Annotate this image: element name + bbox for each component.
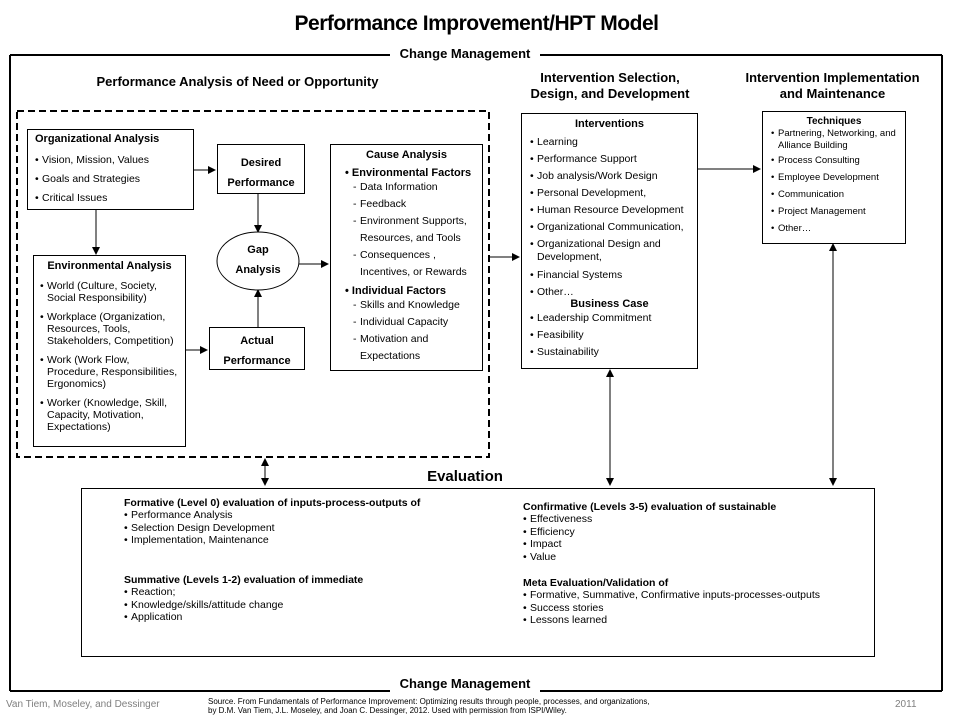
cause-analysis-heading: Cause Analysis — [366, 149, 447, 161]
individual-factors-list: Skills and Knowledge Individual Capacity… — [337, 297, 476, 365]
list-item: Human Resource Development — [530, 202, 689, 219]
gap-analysis: Gap Analysis — [235, 244, 281, 276]
evaluation-box: Formative (Level 0) evaluation of inputs… — [81, 488, 875, 657]
list-item: Employee Development — [771, 172, 897, 184]
organizational-analysis-box: Organizational Analysis Vision, Mission,… — [27, 129, 194, 210]
list-item: Skills and Knowledge — [353, 297, 476, 314]
list-item: Other… — [771, 223, 897, 235]
list-item: Worker (Knowledge, Skill, Capacity, Moti… — [40, 397, 179, 433]
list-item: Organizational Design and Development, — [530, 238, 689, 264]
techniques-box: Techniques Partnering, Networking, and A… — [762, 111, 906, 244]
list-item: Financial Systems — [530, 267, 689, 284]
phase-selection-heading: Intervention Selection, Design, and Deve… — [530, 70, 690, 101]
list-item: Selection Design Development — [124, 522, 514, 535]
environmental-factors-list: Data Information Feedback Environment Su… — [337, 179, 476, 281]
environmental-analysis-list: World (Culture, Society, Social Responsi… — [40, 280, 179, 433]
actual-performance-box: Actual Performance — [209, 327, 305, 370]
confirmative-section: Confirmative (Levels 3-5) evaluation of … — [523, 501, 868, 563]
techniques-list: Partnering, Networking, and Alliance Bui… — [771, 128, 897, 235]
list-item: Workplace (Organization, Resources, Tool… — [40, 311, 179, 347]
list-item: Personal Development, — [530, 185, 689, 202]
organizational-analysis-list: Vision, Mission, Values Goals and Strate… — [35, 151, 186, 208]
list-item: Lessons learned — [523, 614, 868, 627]
list-item: Implementation, Maintenance — [124, 534, 514, 547]
list-item: Application — [124, 611, 514, 624]
environmental-analysis-box: Environmental Analysis World (Culture, S… — [33, 255, 186, 447]
meta-evaluation-section: Meta Evaluation/Validation of Formative,… — [523, 577, 868, 627]
list-item: Job analysis/Work Design — [530, 168, 689, 185]
list-item: Success stories — [523, 602, 868, 615]
list-item: World (Culture, Society, Social Responsi… — [40, 280, 179, 304]
list-item: Individual Capacity — [353, 314, 476, 331]
list-item: Value — [523, 551, 868, 564]
list-item: Feedback — [353, 196, 476, 213]
phase-analysis-heading: Performance Analysis of Need or Opportun… — [96, 74, 379, 89]
footer-year: 2011 — [895, 699, 917, 710]
list-item: Leadership Commitment — [530, 310, 689, 327]
interventions-heading: Interventions — [574, 118, 645, 130]
list-item: Feasibility — [530, 327, 689, 344]
list-item: Goals and Strategies — [35, 170, 186, 189]
list-item: Environment Supports, Resources, and Too… — [353, 213, 476, 247]
formative-section: Formative (Level 0) evaluation of inputs… — [124, 497, 514, 547]
organizational-analysis-heading: Organizational Analysis — [35, 133, 160, 145]
page-title: Performance Improvement/HPT Model — [294, 12, 659, 35]
list-item: Critical Issues — [35, 189, 186, 208]
techniques-heading: Techniques — [806, 116, 862, 127]
list-item: Process Consulting — [771, 155, 897, 167]
footer-source: Source. From Fundamentals of Performance… — [208, 697, 650, 715]
change-management-top: Change Management — [390, 46, 540, 62]
interventions-list: Learning Performance Support Job analysi… — [530, 134, 689, 301]
environmental-analysis-heading: Environmental Analysis — [47, 260, 172, 272]
list-item: Sustainability — [530, 344, 689, 361]
list-item: Performance Support — [530, 151, 689, 168]
list-item: Impact — [523, 538, 868, 551]
evaluation-heading: Evaluation — [427, 468, 503, 485]
summative-section: Summative (Levels 1-2) evaluation of imm… — [124, 574, 514, 624]
list-item: Efficiency — [523, 526, 868, 539]
list-item: Organizational Communication, — [530, 219, 689, 236]
list-item: Formative, Summative, Confirmative input… — [523, 589, 868, 602]
list-item: Learning — [530, 134, 689, 151]
environmental-factors-heading: • Environmental Factors — [345, 167, 472, 179]
desired-performance-box: Desired Performance — [217, 144, 305, 194]
list-item: Reaction; — [124, 586, 514, 599]
list-item: Consequences , Incentives, or Rewards — [353, 247, 476, 281]
list-item: Data Information — [353, 179, 476, 196]
list-item: Work (Work Flow, Procedure, Responsibili… — [40, 354, 179, 390]
list-item: Partnering, Networking, and Alliance Bui… — [771, 128, 897, 152]
interventions-box: Interventions Learning Performance Suppo… — [521, 113, 698, 369]
list-item: Performance Analysis — [124, 509, 514, 522]
footer-authors: Van Tiem, Moseley, and Dessinger — [6, 699, 160, 710]
change-management-bottom: Change Management — [390, 676, 540, 692]
business-case-list: Leadership Commitment Feasibility Sustai… — [530, 310, 689, 361]
individual-factors-heading: • Individual Factors — [345, 285, 447, 297]
list-item: Effectiveness — [523, 513, 868, 526]
list-item: Vision, Mission, Values — [35, 151, 186, 170]
business-case-heading: Business Case — [570, 298, 649, 310]
list-item: Other… — [530, 284, 689, 301]
phase-implementation-heading: Intervention Implementation and Maintena… — [745, 70, 920, 101]
list-item: Project Management — [771, 206, 897, 218]
list-item: Knowledge/skills/attitude change — [124, 599, 514, 612]
list-item: Communication — [771, 189, 897, 201]
cause-analysis-box: Cause Analysis • Environmental Factors D… — [330, 144, 483, 371]
list-item: Motivation and Expectations — [353, 331, 476, 365]
